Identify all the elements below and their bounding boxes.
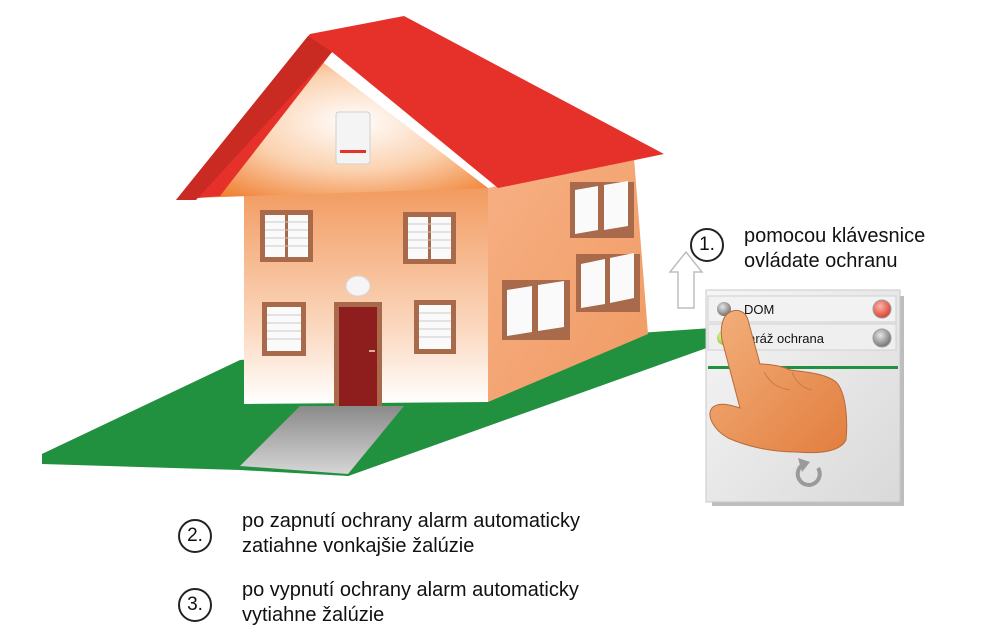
window [403, 212, 456, 264]
step-2-text: po zapnutí ochrany alarm automaticky zat… [242, 509, 580, 559]
window [262, 302, 306, 356]
roof-front-edge [176, 36, 332, 200]
step-2-line-2: zatiahne vonkajšie žalúzie [242, 535, 475, 557]
garage-status-grey-icon[interactable] [872, 328, 892, 348]
keypad-row-dom-label: DOM [744, 302, 774, 317]
keypad-divider [708, 366, 898, 369]
led-grey-icon [717, 302, 731, 316]
up-arrow-icon [668, 250, 704, 309]
window [570, 181, 634, 238]
step-2-number: 2. [178, 519, 212, 553]
window [414, 300, 456, 354]
window [502, 280, 570, 340]
keypad-row-dom[interactable] [707, 295, 897, 323]
step-3-text: po vypnutí ochrany alarm automaticky vyt… [242, 578, 579, 628]
step-2-line-1: po zapnutí ochrany alarm automaticky [242, 510, 580, 532]
window [260, 210, 313, 262]
step-1-number: 1. [690, 228, 724, 262]
door-lamp [345, 275, 371, 297]
step-1-text: pomocou klávesnice ovládate ochranu [744, 224, 925, 274]
window [576, 253, 640, 312]
alarm-siren-icon [335, 111, 371, 165]
step-3-line-2: vytiahne žalúzie [242, 604, 385, 626]
step-3-number: 3. [178, 588, 212, 622]
step-1: 1. pomocou klávesnice ovládate ochranu [690, 224, 925, 274]
hand-icon [709, 309, 848, 454]
dom-status-red-icon[interactable] [872, 299, 892, 319]
step-3: 3. po vypnutí ochrany alarm automaticky … [178, 578, 579, 628]
power-icon[interactable] [795, 458, 822, 487]
keypad-row-garage-label: Garáž ochrana [738, 331, 825, 346]
walkway [240, 406, 404, 474]
step-1-line-2: ovládate ochranu [744, 250, 898, 272]
step-1-line-1: pomocou klávesnice [744, 225, 926, 247]
step-3-line-1: po vypnutí ochrany alarm automaticky [242, 579, 579, 601]
step-2: 2. po zapnutí ochrany alarm automaticky … [178, 509, 580, 559]
